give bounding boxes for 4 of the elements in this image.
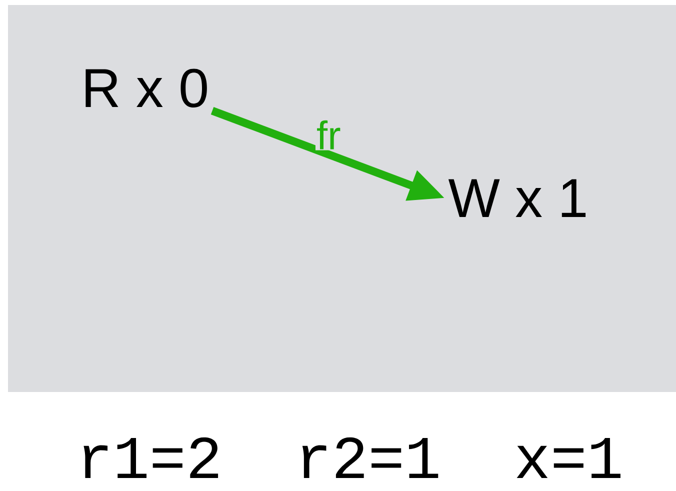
node-text: R x 0 <box>86 68 207 108</box>
edge-label: fr <box>317 120 340 150</box>
node-text: W x 1 <box>448 179 586 217</box>
formula-text: r1=2 r2=1 x=1 <box>84 437 620 478</box>
